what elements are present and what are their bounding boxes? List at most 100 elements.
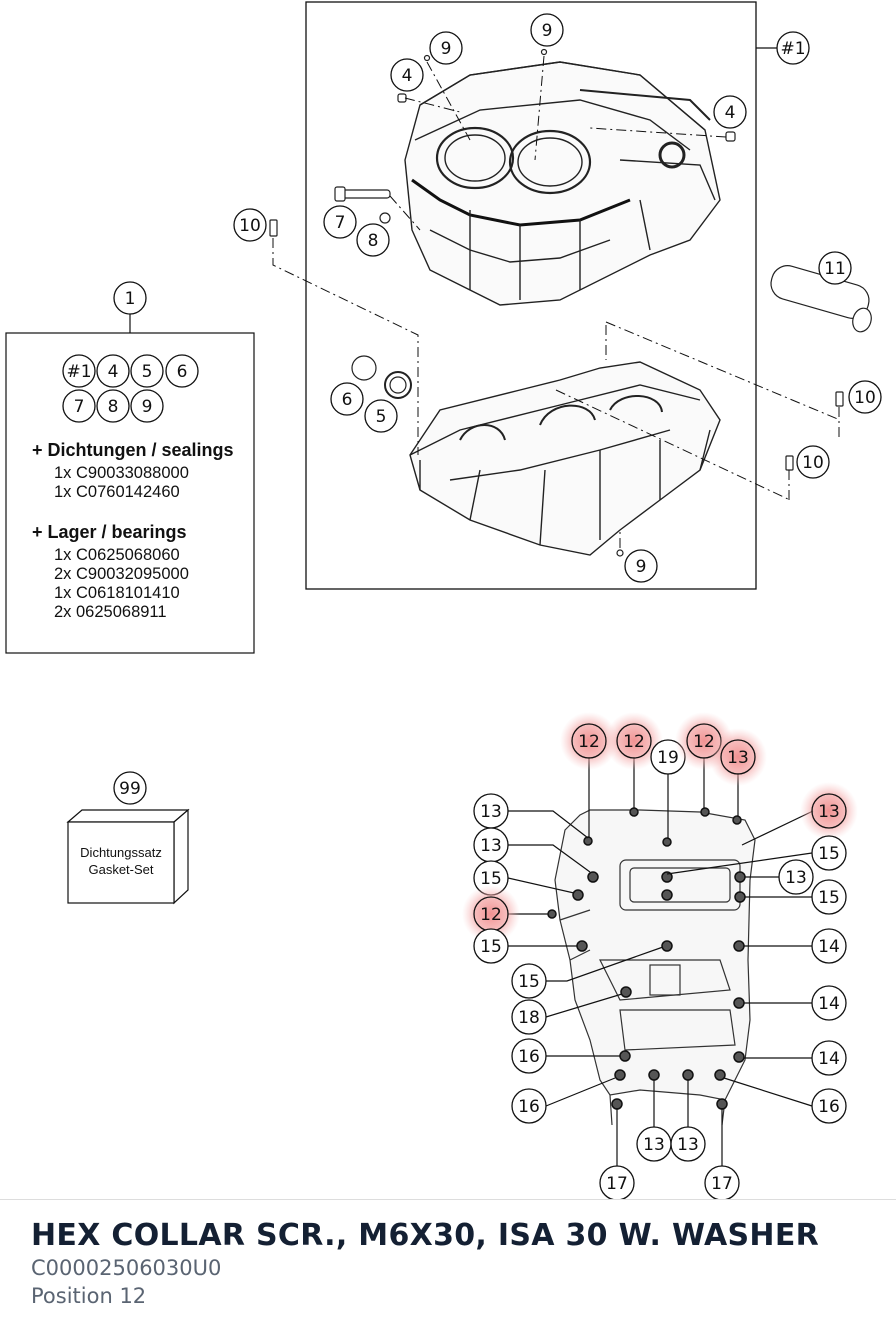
callout-label: 12 [623, 732, 645, 752]
callout-label: 99 [119, 779, 141, 799]
callout-circle [811, 835, 847, 871]
lower-detail-drawing [554, 809, 756, 1126]
legend-part-callout-6[interactable]: 6 [165, 354, 199, 388]
upper-callout-#1[interactable]: #1 [776, 31, 810, 65]
legend-part-callout-#1[interactable]: #1 [62, 354, 96, 388]
sealings-heading: + Dichtungen / sealings [32, 440, 234, 460]
callout-circle [848, 380, 882, 414]
lower-callout-14[interactable]: 14 [811, 928, 847, 964]
bearing-row: 2x C90032095000 [54, 565, 189, 583]
callout-label: 15 [480, 937, 502, 957]
callout-label: 17 [606, 1174, 628, 1194]
upper-callout-6[interactable]: 6 [330, 382, 364, 416]
gasket-set-callout[interactable]: 99 [113, 771, 147, 805]
callout-circle [796, 445, 830, 479]
callout-circle [364, 399, 398, 433]
callout-label: 1 [125, 289, 136, 309]
upper-callout-7[interactable]: 7 [323, 205, 357, 239]
callout-label: 18 [518, 1008, 540, 1028]
lower-callout-17[interactable]: 17 [704, 1165, 740, 1200]
callout-label: 15 [818, 888, 840, 908]
highlight-glow [560, 712, 618, 770]
callout-label: 9 [542, 21, 553, 41]
lower-callout-15[interactable]: 15 [473, 928, 509, 964]
callout-circle [323, 205, 357, 239]
callout-circle [811, 879, 847, 915]
callout-label: 13 [785, 868, 807, 888]
callout-circle [511, 1088, 547, 1124]
upper-callout-9[interactable]: 9 [530, 13, 564, 47]
callout-label: 15 [818, 844, 840, 864]
callout-circle [62, 389, 96, 423]
lower-callout-15[interactable]: 15 [511, 963, 547, 999]
callout-circle [778, 859, 814, 895]
upper-callout-9[interactable]: 9 [429, 31, 463, 65]
upper-callout-9[interactable]: 9 [624, 549, 658, 583]
lower-callout-16[interactable]: 16 [511, 1038, 547, 1074]
lower-callout-13[interactable]: 13 [800, 782, 858, 840]
upper-callout-10[interactable]: 10 [796, 445, 830, 479]
lower-callout-13[interactable]: 13 [778, 859, 814, 895]
lower-callout-17[interactable]: 17 [599, 1165, 635, 1200]
upper-callout-8[interactable]: 8 [356, 223, 390, 257]
callout-circle [624, 549, 658, 583]
upper-callout-5[interactable]: 5 [364, 399, 398, 433]
lower-callout-16[interactable]: 16 [811, 1088, 847, 1124]
callout-label: 7 [74, 397, 85, 417]
lower-callout-13[interactable]: 13 [473, 827, 509, 863]
callout-label: 13 [480, 836, 502, 856]
upper-callout-10[interactable]: 10 [848, 380, 882, 414]
callout-circle [511, 1038, 547, 1074]
highlight-glow [800, 782, 858, 840]
lower-leader-lines [507, 757, 814, 1166]
callout-circle [96, 389, 130, 423]
legend-part-callout-5[interactable]: 5 [130, 354, 164, 388]
callout-circle [113, 771, 147, 805]
callout-circle [704, 1165, 740, 1200]
lower-callout-12[interactable]: 12 [462, 885, 520, 943]
callout-label: 14 [818, 1049, 840, 1069]
callout-circle [233, 208, 267, 242]
lower-callout-16[interactable]: 16 [511, 1088, 547, 1124]
callout-label: 14 [818, 994, 840, 1014]
callout-label: 12 [578, 732, 600, 752]
lower-callout-13[interactable]: 13 [473, 793, 509, 829]
legend-group-callout[interactable]: 1 [113, 281, 147, 315]
lower-callout-15[interactable]: 15 [811, 835, 847, 871]
callout-label: 13 [818, 802, 840, 822]
lower-callout-13[interactable]: 13 [636, 1126, 672, 1162]
legend-part-callout-4[interactable]: 4 [96, 354, 130, 388]
lower-callout-12[interactable]: 12 [560, 712, 618, 770]
lower-callout-12[interactable]: 12 [605, 712, 663, 770]
gasket-set-label-de: Dichtungssatz [80, 845, 162, 860]
upper-callout-11[interactable]: 11 [818, 251, 852, 285]
upper-callout-4[interactable]: 4 [713, 95, 747, 129]
legend-part-callout-7[interactable]: 7 [62, 389, 96, 423]
callout-circle [776, 31, 810, 65]
lower-callout-13[interactable]: 13 [709, 728, 767, 786]
lower-callout-14[interactable]: 14 [811, 985, 847, 1021]
callout-circle [62, 354, 96, 388]
legend-part-callout-8[interactable]: 8 [96, 389, 130, 423]
lower-callout-13[interactable]: 13 [670, 1126, 706, 1162]
upper-view-frame [305, 1, 757, 590]
upper-callout-4[interactable]: 4 [390, 58, 424, 92]
callout-circle [356, 223, 390, 257]
lower-callout-14[interactable]: 14 [811, 1040, 847, 1076]
legend-panel: + Dichtungen / sealings 1x C90033088000 … [6, 333, 254, 653]
callout-label: 6 [342, 390, 353, 410]
callout-label: 4 [108, 362, 119, 382]
part-title: HEX COLLAR SCR., M6X30, ISA 30 W. WASHER [31, 1218, 820, 1253]
callout-label: 16 [518, 1097, 540, 1117]
lower-callout-18[interactable]: 18 [511, 999, 547, 1035]
upper-callout-10[interactable]: 10 [233, 208, 267, 242]
callout-circle [511, 999, 547, 1035]
lower-callout-15[interactable]: 15 [811, 879, 847, 915]
callout-circle [96, 354, 130, 388]
callout-circle [599, 1165, 635, 1200]
callout-label: 9 [636, 557, 647, 577]
callout-label: 8 [368, 231, 379, 251]
legend-part-callout-9[interactable]: 9 [130, 389, 164, 423]
